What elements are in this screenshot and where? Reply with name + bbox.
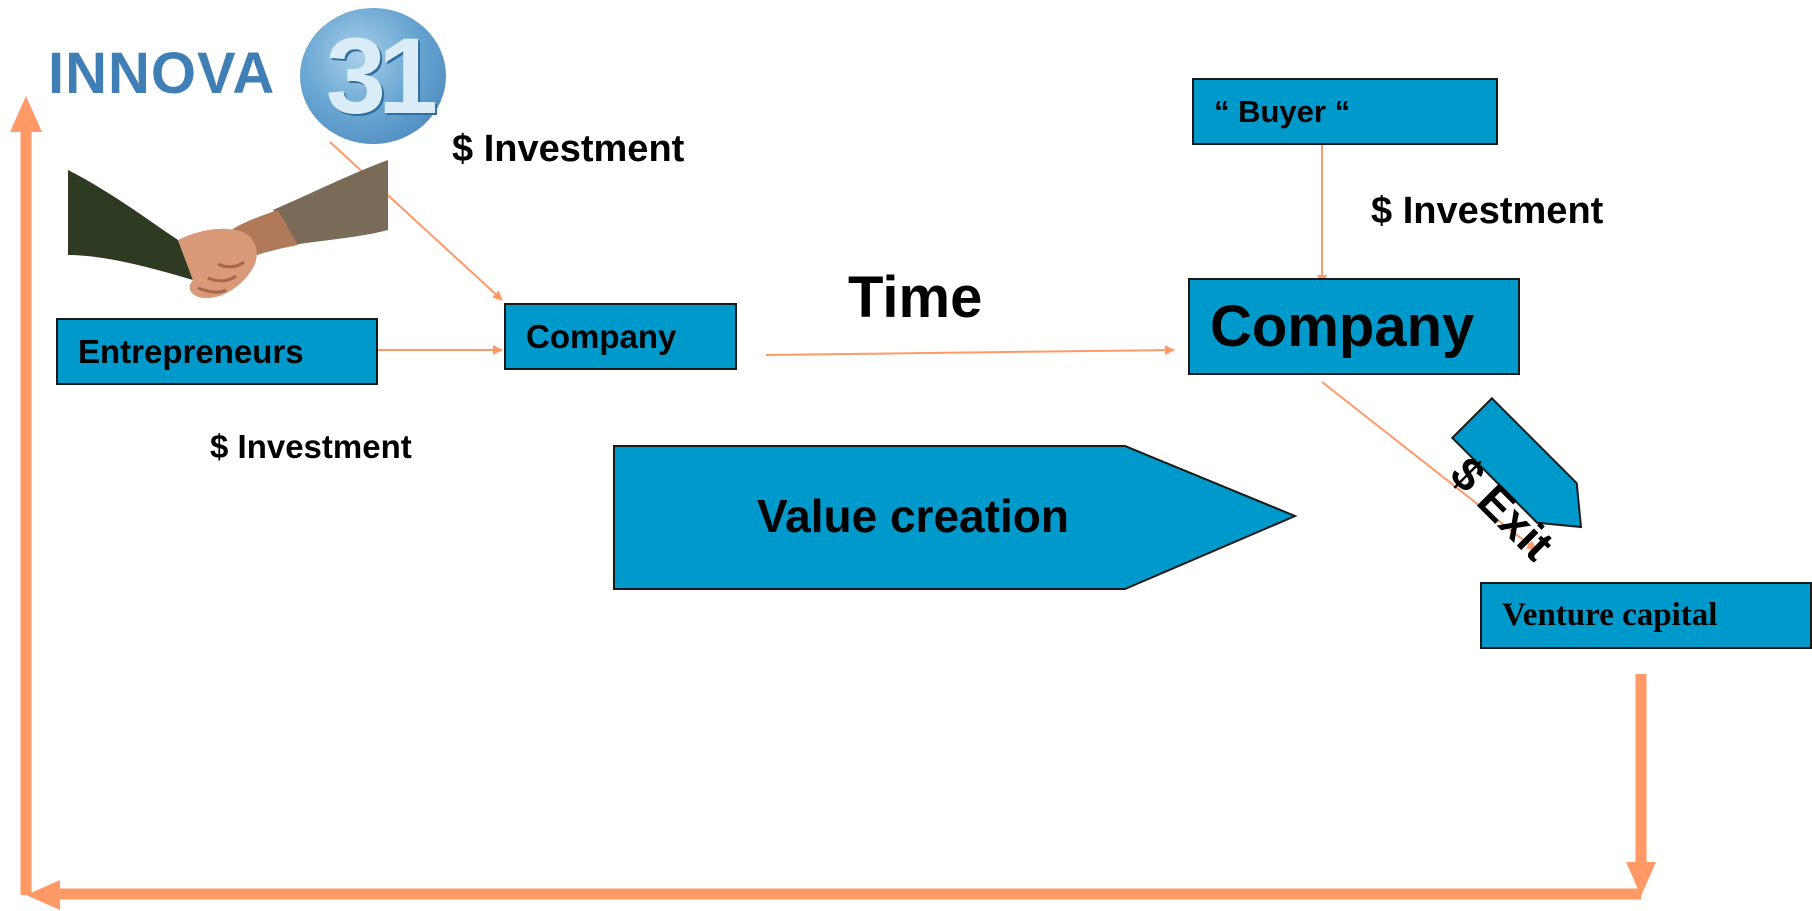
venture-capital-box: Venture capital [1480, 582, 1812, 649]
arrow-company-to-venture [1321, 381, 1537, 551]
recycle-arrowhead-left [26, 880, 60, 910]
company-small-label: Company [526, 317, 677, 355]
company-box-small: Company [504, 303, 737, 370]
arrow-logo-to-company [329, 141, 503, 301]
company-large-label: Company [1210, 294, 1475, 359]
recycle-arrowhead-up [10, 96, 42, 132]
buyer-box: “ Buyer “ [1192, 78, 1498, 145]
logo-text: INNOVA [48, 41, 276, 106]
investment-label-right: $ Investment [1371, 190, 1604, 232]
value-creation-arrow [613, 445, 1298, 590]
logo-number: 31 [325, 15, 438, 136]
entrepreneurs-box: Entrepreneurs [56, 318, 378, 385]
recycle-arrowhead-down [1626, 862, 1656, 896]
handshake-photo [68, 160, 388, 299]
arrow-time [765, 345, 1175, 356]
company-box-large: Company [1188, 278, 1520, 375]
venture-capital-label: Venture capital [1502, 597, 1718, 633]
value-creation-label: Value creation [757, 490, 1069, 542]
investment-label-left: $ Investment [210, 428, 412, 465]
exit-arrow-shape [1450, 396, 1583, 529]
time-label: Time [848, 265, 983, 330]
investment-label-top: $ Investment [452, 128, 685, 170]
buyer-label: “ Buyer “ [1214, 93, 1351, 129]
logo-circle [300, 8, 446, 144]
entrepreneurs-label: Entrepreneurs [78, 332, 304, 370]
